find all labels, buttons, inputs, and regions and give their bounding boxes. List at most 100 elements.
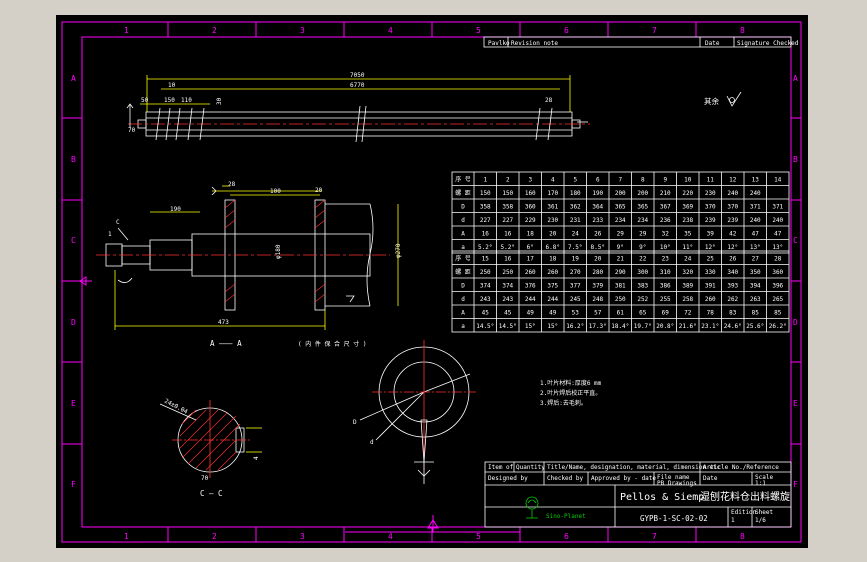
- dim-sec-c: C: [116, 219, 120, 226]
- table-header-cell: 15: [482, 256, 490, 263]
- dim-lead-70: 70: [128, 127, 136, 134]
- table-cell: 383: [637, 283, 648, 290]
- table-cell: 7.5°: [568, 244, 582, 251]
- title-block: Item of Quantity Title/Name, designation…: [484, 461, 792, 528]
- table-cell: 240: [727, 190, 738, 197]
- tb-file-value: PB Drawings: [657, 480, 697, 487]
- dim-sec-phi180: φ180: [275, 244, 282, 259]
- table-cell: 350: [750, 269, 761, 276]
- table-cell: 320: [682, 269, 693, 276]
- revision-note-label: Revision note: [511, 40, 558, 47]
- table-header-cell: 8: [641, 177, 645, 184]
- dim-sec-c1: 1: [108, 231, 112, 238]
- table-cell: 394: [750, 283, 761, 290]
- table-header-cell: 19: [572, 256, 580, 263]
- dim-inner-length: 6770: [350, 82, 365, 89]
- table-header-cell: 13: [752, 177, 760, 184]
- table-cell: 367: [660, 204, 671, 211]
- table-header-cell: 25: [707, 256, 715, 263]
- flight-blade-view: D d: [353, 340, 476, 484]
- dim-sec-190: 190: [170, 206, 181, 213]
- table-cell: A: [461, 231, 465, 238]
- table-cell: 螺 距: [455, 268, 471, 276]
- col-label: 8: [740, 532, 745, 541]
- table-cell: 236: [660, 217, 671, 224]
- row-label: B: [793, 155, 798, 164]
- table-cell: 240: [750, 217, 761, 224]
- note-line: 1.叶片材料:厚度6 mm: [540, 379, 602, 387]
- row-label: F: [793, 480, 798, 489]
- table-cell: 16.2°: [566, 323, 584, 330]
- table-cell: 250: [615, 296, 626, 303]
- table-cell: 200: [615, 190, 626, 197]
- table-cell: 310: [660, 269, 671, 276]
- table-cell: 248: [592, 296, 603, 303]
- col-label: 4: [388, 26, 393, 35]
- table-cell: 377: [570, 283, 581, 290]
- tb-edition-value: 1: [731, 517, 735, 524]
- table-cell: 20: [549, 231, 557, 238]
- table-cell: 290: [615, 269, 626, 276]
- tb-drawing-number: GYPB-1-SC-02-02: [640, 514, 708, 523]
- revision-date-label: Date: [705, 40, 720, 47]
- table-header-cell: 9: [663, 177, 667, 184]
- table-cell: 270: [570, 269, 581, 276]
- tb-title-desc: Title/Name, designation, material, dimen…: [547, 464, 721, 471]
- dim-150: 150: [164, 97, 175, 104]
- row-label: E: [71, 399, 76, 408]
- table-cell: 18: [527, 231, 535, 238]
- table-cell: 230: [705, 190, 716, 197]
- table-cell: 240: [750, 190, 761, 197]
- table-cell: 15°: [547, 323, 558, 330]
- tb-company: Pellos & Siemp: [620, 492, 704, 503]
- col-label: 5: [476, 26, 481, 35]
- table-cell: 220: [682, 190, 693, 197]
- table-cell: D: [461, 204, 465, 211]
- table-header-cell: 18: [549, 256, 557, 263]
- table-cell: 5.2°: [478, 244, 492, 251]
- table-cell: 18.4°: [611, 323, 629, 330]
- table-cell: 239: [705, 217, 716, 224]
- table-cell: 238: [682, 217, 693, 224]
- table-cell: 386: [660, 283, 671, 290]
- table-cell: 369: [682, 204, 693, 211]
- table-cell: 11°: [682, 244, 693, 251]
- table-cell: 45: [482, 310, 490, 317]
- table-cell: 379: [592, 283, 603, 290]
- col-label: 6: [564, 26, 569, 35]
- table-header-cell: 21: [617, 256, 625, 263]
- table-cell: 361: [547, 204, 558, 211]
- frame-row-labels: A B C D E F A B C D E F: [71, 74, 798, 489]
- table-cell: 24.6°: [724, 323, 742, 330]
- table-cell: 32: [662, 231, 670, 238]
- table-cell: 245: [570, 296, 581, 303]
- tb-logo-text: Sino-Planet: [546, 513, 586, 520]
- dim-cc-2: 70: [201, 475, 209, 482]
- table-cell: 42: [729, 231, 737, 238]
- table-cell: 374: [480, 283, 491, 290]
- drawing-frame: [61, 21, 802, 543]
- col-label: 2: [212, 532, 217, 541]
- col-label: 1: [124, 26, 129, 35]
- table-cell: 49: [527, 310, 535, 317]
- dim-left-10: 10: [168, 82, 176, 89]
- table-cell: 57: [594, 310, 602, 317]
- dim-cc-3: 4: [253, 456, 260, 460]
- table-header-cell: 10: [684, 177, 692, 184]
- table-cell: 20.8°: [656, 323, 674, 330]
- table-cell: 61: [617, 310, 625, 317]
- table-cell: 364: [592, 204, 603, 211]
- table-cell: 370: [727, 204, 738, 211]
- table-cell: 227: [480, 217, 491, 224]
- table-cell: 244: [525, 296, 536, 303]
- table-cell: 10°: [660, 244, 671, 251]
- table-header-cell: 1: [483, 177, 487, 184]
- table-cell: 26.2°: [769, 323, 787, 330]
- table-header-cell: 2: [506, 177, 510, 184]
- sino-planet-logo: [525, 496, 539, 519]
- table-cell: 280: [592, 269, 603, 276]
- table-cell: 24: [572, 231, 580, 238]
- dim-sec-28: 28: [228, 181, 236, 188]
- table-cell: 374: [502, 283, 513, 290]
